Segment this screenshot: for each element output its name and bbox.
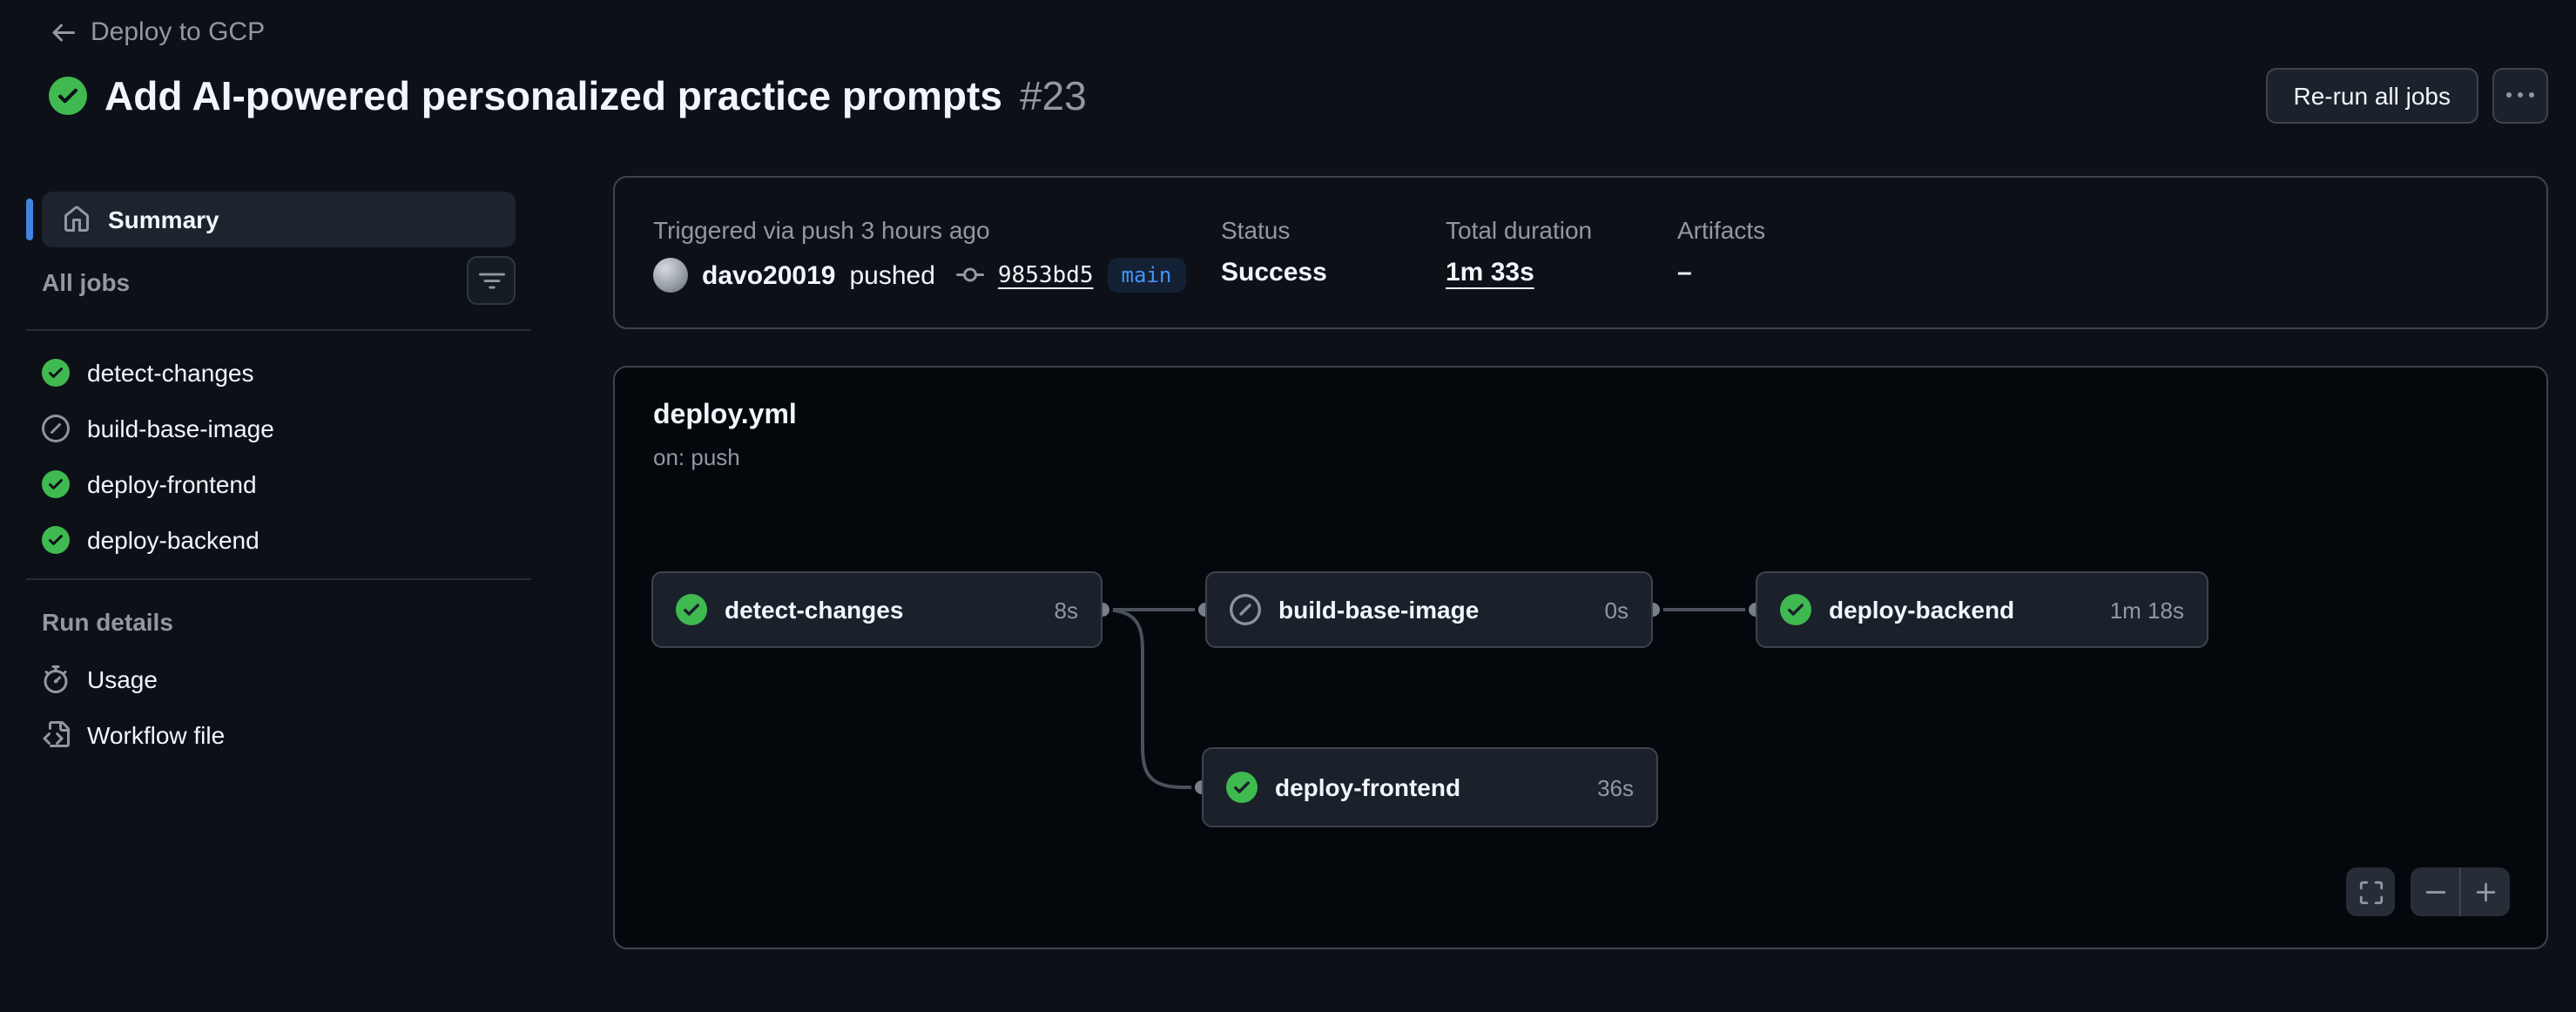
status-label: Status (1221, 216, 1291, 244)
success-check-icon (42, 470, 70, 498)
success-check-icon (42, 359, 70, 387)
success-check-icon (676, 594, 707, 625)
run-success-icon (49, 77, 87, 115)
sidebar-job-detect-changes[interactable]: detect-changes (42, 355, 253, 390)
all-jobs-label: All jobs (42, 268, 131, 296)
sidebar-summary-label: Summary (108, 206, 219, 233)
success-check-icon (1226, 772, 1258, 803)
home-icon (63, 206, 91, 233)
success-check-icon (1780, 594, 1811, 625)
success-check-icon (42, 526, 70, 554)
run-number: #23 (1019, 72, 1087, 118)
graph-node-build-base-image[interactable]: build-base-image 0s (1205, 571, 1653, 648)
stopwatch-icon (42, 665, 70, 693)
rerun-all-jobs-button[interactable]: Re-run all jobs (2265, 68, 2478, 124)
header-actions: Re-run all jobs (2265, 68, 2548, 124)
run-details-heading: Run details (42, 608, 173, 636)
breadcrumb-label[interactable]: Deploy to GCP (91, 17, 266, 47)
file-code-icon (42, 721, 70, 749)
trigger-value-row: davo20019 pushed 9853bd5 main (653, 258, 1186, 293)
skipped-icon (42, 415, 70, 442)
sidebar-item-summary[interactable]: Summary (42, 192, 516, 247)
zoom-controls-divider (2459, 867, 2461, 916)
workflow-trigger: on: push (653, 444, 740, 470)
plus-icon (2472, 879, 2498, 905)
zoom-out-button[interactable] (2411, 867, 2459, 916)
artifacts-value: – (1677, 258, 1692, 287)
avatar[interactable] (653, 258, 688, 293)
node-name: deploy-backend (1829, 596, 2015, 624)
graph-node-deploy-frontend[interactable]: deploy-frontend 36s (1202, 747, 1658, 827)
node-name: detect-changes (725, 596, 904, 624)
node-name: deploy-frontend (1275, 773, 1461, 801)
duration-value[interactable]: 1m 33s (1446, 258, 1534, 287)
git-commit-icon (955, 261, 984, 289)
breadcrumb[interactable]: Deploy to GCP (49, 17, 265, 47)
graph-edges (1092, 599, 1766, 798)
artifacts-label: Artifacts (1677, 216, 1766, 244)
filter-jobs-button[interactable] (467, 256, 516, 305)
node-duration: 8s (1054, 597, 1078, 623)
actor-login[interactable]: davo20019 (702, 260, 836, 290)
node-name: build-base-image (1278, 596, 1480, 624)
sidebar-divider (26, 329, 531, 331)
node-duration: 36s (1597, 774, 1634, 800)
commit-sha-link[interactable]: 9853bd5 (997, 262, 1094, 288)
sidebar-job-deploy-frontend[interactable]: deploy-frontend (42, 467, 257, 502)
zoom-in-button[interactable] (2461, 867, 2510, 916)
node-duration: 1m 18s (2109, 597, 2184, 623)
sidebar-item-usage[interactable]: Usage (42, 662, 158, 697)
job-label: detect-changes (87, 359, 254, 387)
page-title: Add AI-powered personalized practice pro… (105, 72, 1002, 118)
branch-badge[interactable]: main (1107, 258, 1186, 293)
status-value: Success (1221, 258, 1327, 287)
duration-label: Total duration (1446, 216, 1593, 244)
push-action-label: pushed (849, 260, 935, 290)
kebab-horizontal-icon (2506, 82, 2534, 110)
sidebar-divider (26, 578, 531, 580)
screen-full-icon (2357, 879, 2384, 905)
graph-controls (2346, 867, 2510, 916)
skipped-icon (1230, 594, 1261, 625)
minus-icon (2422, 879, 2448, 905)
sidebar-job-deploy-backend[interactable]: deploy-backend (42, 523, 260, 557)
node-duration: 0s (1604, 597, 1629, 623)
workflow-graph-card: deploy.yml on: push detect-changes 8s bu… (613, 366, 2548, 949)
trigger-label: Triggered via push 3 hours ago (653, 216, 990, 244)
usage-label: Usage (87, 665, 158, 693)
run-summary-card: Triggered via push 3 hours ago davo20019… (613, 176, 2548, 329)
selected-item-marker (26, 199, 33, 240)
job-label: deploy-frontend (87, 470, 257, 498)
back-arrow-icon[interactable] (49, 18, 77, 46)
job-label: deploy-backend (87, 526, 260, 554)
graph-node-detect-changes[interactable]: detect-changes 8s (651, 571, 1103, 648)
sidebar-item-workflow-file[interactable]: Workflow file (42, 718, 225, 752)
title-row: Add AI-powered personalized practice pro… (49, 68, 2548, 124)
more-options-button[interactable] (2492, 68, 2548, 124)
fullscreen-button[interactable] (2346, 867, 2395, 916)
graph-node-deploy-backend[interactable]: deploy-backend 1m 18s (1756, 571, 2208, 648)
workflow-file-label: Workflow file (87, 721, 226, 749)
zoom-controls (2411, 867, 2510, 916)
workflow-file-name: deploy.yml (653, 401, 797, 430)
sidebar-job-build-base-image[interactable]: build-base-image (42, 411, 274, 446)
filter-icon (478, 267, 504, 293)
job-label: build-base-image (87, 415, 274, 442)
